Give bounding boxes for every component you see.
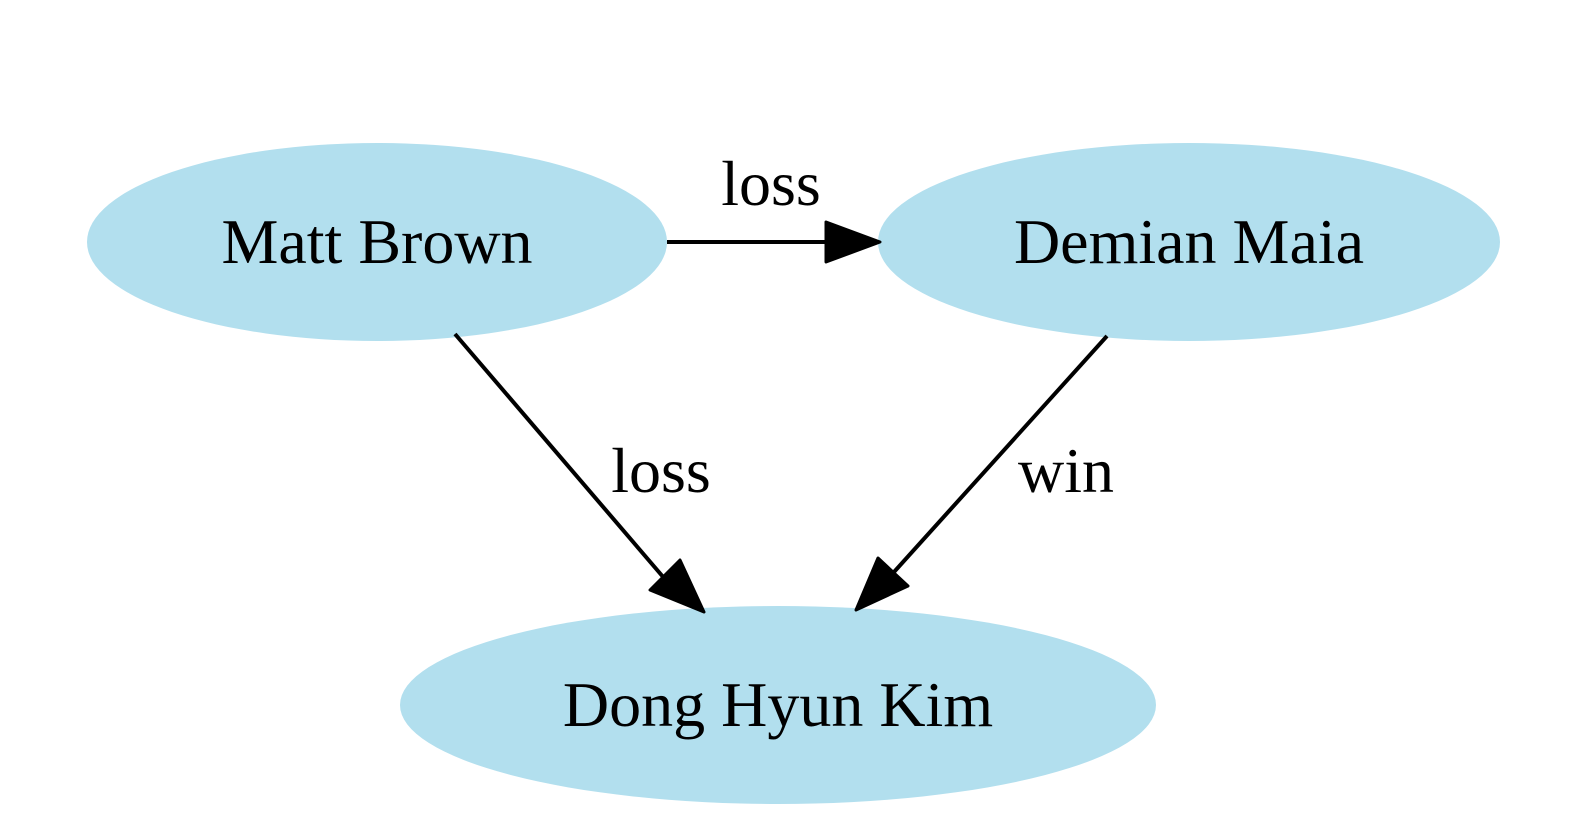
- edge-matt-to-demian-arrowhead: [824, 220, 882, 264]
- edge-demian-to-kim-label: win: [1018, 435, 1114, 506]
- node-matt-brown: Matt Brown: [87, 143, 667, 341]
- edge-matt-to-demian: loss: [667, 148, 882, 264]
- edge-matt-to-kim-arrowhead: [648, 558, 706, 614]
- node-matt-brown-label: Matt Brown: [221, 206, 532, 277]
- node-dong-hyun-kim-label: Dong Hyun Kim: [563, 669, 993, 740]
- node-dong-hyun-kim: Dong Hyun Kim: [400, 606, 1156, 804]
- edge-matt-to-demian-label: loss: [721, 148, 821, 219]
- edge-matt-to-kim-label: loss: [611, 435, 711, 506]
- edge-matt-to-kim: loss: [453, 332, 711, 614]
- node-demian-maia: Demian Maia: [878, 143, 1500, 341]
- node-dong-hyun-kim-shape: [400, 606, 1156, 804]
- edge-matt-to-kim-line: [453, 332, 666, 580]
- edge-demian-to-kim: win: [854, 334, 1114, 612]
- node-matt-brown-shape: [87, 143, 667, 341]
- edge-demian-to-kim-arrowhead: [854, 556, 910, 612]
- edge-demian-to-kim-line: [892, 334, 1109, 574]
- node-demian-maia-shape: [878, 143, 1500, 341]
- node-demian-maia-label: Demian Maia: [1014, 206, 1364, 277]
